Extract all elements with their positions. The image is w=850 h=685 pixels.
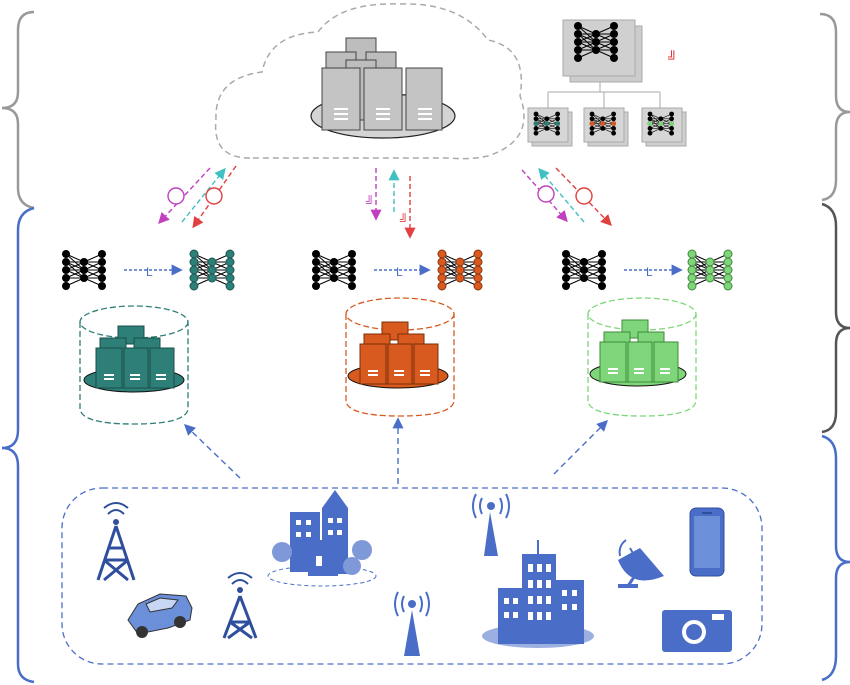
update-mark-red: ╝ (400, 213, 409, 227)
tower-icon (222, 572, 258, 640)
neural-net-icon (311, 249, 357, 291)
exchange-arrows-right (521, 167, 612, 227)
dish-icon (618, 539, 664, 588)
edge-cluster-green: L (561, 249, 733, 417)
exchange-arrows-left (158, 165, 237, 229)
bracket-right-cloud (819, 12, 850, 202)
neural-net-icon (687, 249, 733, 291)
device-region (61, 487, 763, 665)
tower-icon (96, 502, 136, 582)
phone-icon (689, 507, 725, 577)
sub-model-teal (527, 107, 573, 147)
neural-net-icon (189, 249, 235, 291)
update-mark-magenta: ╝ (366, 195, 375, 209)
sub-model-orange (583, 107, 629, 147)
building-icon (482, 540, 594, 648)
bracket-right-devices (821, 434, 850, 682)
train-arrow-label: L (646, 265, 653, 279)
bracket-right-edge (821, 202, 850, 434)
exchange-arrows-center (370, 168, 416, 239)
neural-net-icon (437, 249, 483, 291)
train-arrow-label: L (396, 265, 403, 279)
camera-icon (662, 610, 732, 652)
edge-cluster-teal: L (61, 249, 235, 425)
antenna-icon (472, 493, 510, 556)
antenna-icon (394, 591, 430, 656)
cloud-icon (214, 3, 525, 160)
train-arrow-label: L (146, 265, 153, 279)
upload-arrows (183, 417, 608, 484)
neural-net-icon (561, 249, 607, 291)
edge-cluster-orange: L (311, 249, 483, 417)
update-mark: ╝ (667, 49, 677, 65)
bracket-left-cloud (1, 10, 35, 210)
sub-model-green (641, 107, 687, 147)
bracket-left-edge (1, 206, 35, 684)
global-model-stack: ╝ (527, 19, 687, 147)
building-icon (267, 490, 377, 587)
server-icon (310, 37, 456, 139)
car-icon (127, 593, 193, 638)
neural-net-icon (61, 249, 107, 291)
